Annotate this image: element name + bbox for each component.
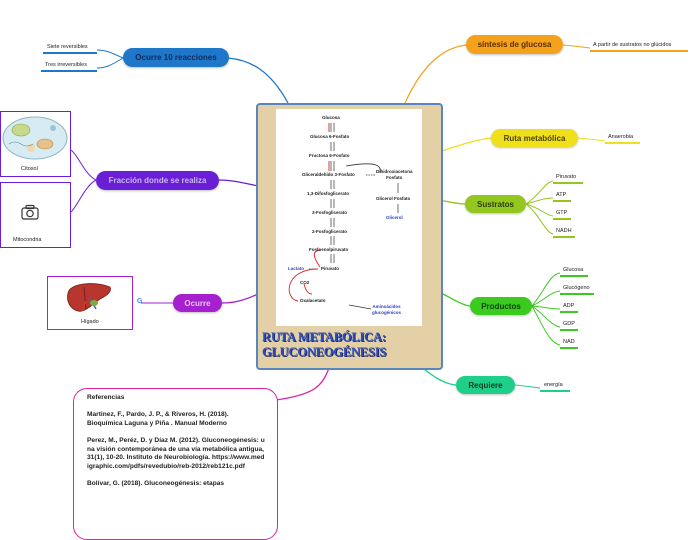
caption-citosol: Citosol: [21, 166, 38, 172]
caption-higado: Hígado: [81, 319, 99, 325]
underline-nadh: [553, 236, 575, 238]
label-glicerol-fosfato: Glicerol Fosfato: [376, 196, 411, 201]
label-aminoacidos-glucogenicos: Aminoácidos glucogénicos: [372, 304, 402, 315]
reference-1: Martinez, F., Pardo, J. P., & Riveros, H…: [87, 411, 229, 427]
node-fraccion-donde-se-realiza[interactable]: Fracción donde se realiza: [96, 171, 219, 190]
label-gliceraldehido-3-fosfato: Gliceraldehído 3-Fosfato: [302, 172, 355, 177]
underline-tres-irreversibles: [41, 70, 97, 72]
underline-gtp: [553, 218, 571, 220]
underline-piruvato: [553, 182, 583, 184]
node-ocurre-10-reacciones[interactable]: Ocurre 10 reacciones: [123, 48, 229, 67]
subnode-adp[interactable]: ADP: [563, 303, 575, 309]
reference-3: Bolívar, G. (2018). Gluconeogénesis: eta…: [87, 479, 225, 487]
subnode-energia[interactable]: energía: [544, 382, 563, 388]
underline-sustratos-no-glucidos: [590, 50, 688, 52]
node-ruta-metabolica[interactable]: Ruta metabólica: [491, 129, 578, 147]
subnode-siete-reversibles[interactable]: Siete reversibles: [47, 44, 88, 50]
gluconeogenesis-diagram: Glucosa Glucosa 6-Fosfato Fructosa 6-Fos…: [276, 109, 422, 326]
subnode-glucosa[interactable]: Glucosa: [563, 267, 584, 273]
label-fosfoenolpiruvato: Fosfoenolpiruvato: [309, 247, 349, 252]
image-mitocondria-frame[interactable]: Mitocondria: [0, 182, 71, 248]
label-piruvato: Piruvato: [321, 266, 340, 271]
subnode-piruvato[interactable]: Piruvato: [556, 174, 577, 180]
underline-siete-reversibles: [43, 52, 97, 54]
diagram-arrows: [288, 123, 399, 310]
subnode-tres-irreversibles[interactable]: Tres irreversibles: [45, 62, 87, 68]
underline-energia: [540, 390, 570, 392]
label-dihidroxiacetona-fosfato: Dihidroxiacetona Fosfato: [376, 169, 413, 180]
central-topic-title: RUTA METABÓLICA: GLUCONEOGÉNESIS: [262, 330, 386, 360]
subnode-nadh[interactable]: NADH: [556, 228, 572, 234]
reference-2: Perez, M., Peréz, D. y Díaz M. (2012). G…: [87, 436, 265, 470]
underline-glucosa: [560, 275, 588, 277]
label-glucosa-6-fosfato: Glucosa 6-Fosfato: [310, 134, 350, 139]
label-lactato: Lactato: [288, 266, 305, 271]
label-glucosa: Glucosa: [322, 115, 340, 120]
central-title-line-1: RUTA METABÓLICA:: [262, 330, 386, 344]
underline-gdp: [560, 329, 578, 331]
node-productos[interactable]: Productos: [470, 297, 532, 315]
label-3-fosfoglicerato: 3-Fosfoglicerato: [312, 210, 348, 215]
node-sintesis-de-glucosa[interactable]: síntesis de glucosa: [466, 35, 563, 54]
central-title-line-2: GLUCONEOGÉNESIS: [262, 345, 387, 359]
node-sustratos[interactable]: Sustratos: [465, 195, 526, 213]
caption-mitocondria: Mitocondria: [13, 237, 42, 243]
node-ocurre[interactable]: Ocurre: [173, 294, 222, 312]
image-higado-frame[interactable]: Hígado: [47, 276, 133, 330]
label-1-3-difosfoglicerato: 1,3-Difosfoglicerato: [307, 191, 350, 196]
underline-anaerobia: [605, 142, 640, 144]
subnode-gtp[interactable]: GTP: [556, 210, 568, 216]
references-heading: Referencias: [87, 394, 125, 401]
cell-icon: [2, 116, 68, 160]
label-fructosa-6-fosfato: Fructosa 6-Fosfato: [309, 153, 350, 158]
label-2-fosfoglicerato: 2-Fosfoglicerato: [312, 229, 348, 234]
subnode-gdp[interactable]: GDP: [563, 321, 575, 327]
underline-glucogeno: [560, 293, 594, 295]
node-requiere[interactable]: Requiere: [456, 376, 515, 394]
image-citosol-frame[interactable]: Citosol: [0, 111, 71, 177]
references-text: Referencias Martinez, F., Pardo, J. P., …: [87, 394, 265, 497]
camera-icon: [21, 204, 39, 220]
underline-atp: [553, 200, 571, 202]
underline-adp: [560, 311, 578, 313]
label-co2: CO2: [300, 280, 310, 285]
google-icon[interactable]: G: [137, 298, 143, 305]
liver-icon: [67, 283, 111, 312]
underline-nad: [560, 347, 578, 349]
subnode-nad[interactable]: NAD: [563, 339, 575, 345]
references-box[interactable]: [73, 388, 278, 540]
subnode-glucogeno[interactable]: Glucógeno: [563, 285, 590, 291]
subnode-atp[interactable]: ATP: [556, 192, 567, 198]
subnode-anaerobia[interactable]: Anaerobia: [608, 134, 634, 140]
label-glicerol: Glicerol: [386, 215, 403, 220]
subnode-sustratos-no-glucidos[interactable]: A partir de sustratos no glúcidos: [593, 42, 672, 48]
label-oxalacetato: Oxalacetato: [300, 298, 326, 303]
